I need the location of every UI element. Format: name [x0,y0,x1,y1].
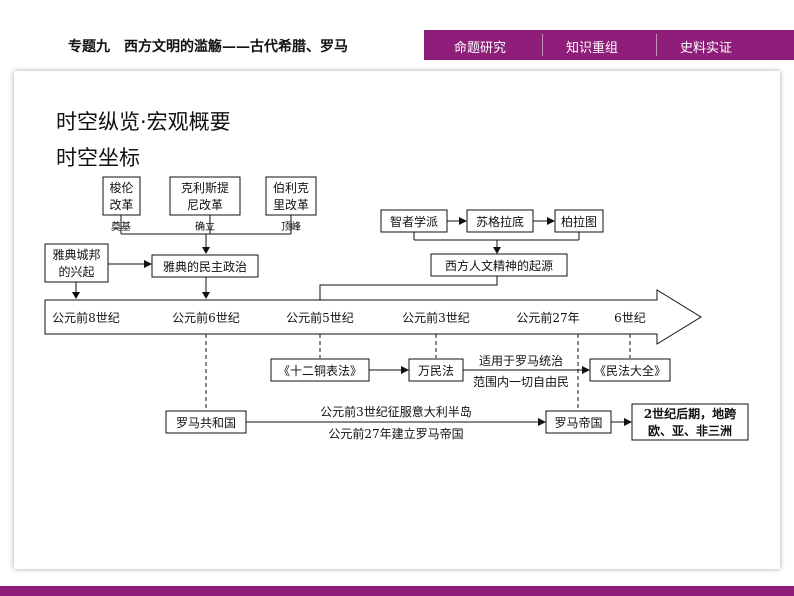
reform-pericles-line1: 伯利克 [273,180,309,195]
top-nav: 命题研究 知识重组 史料实证 [424,30,794,60]
reform-cleisthenes: 克利斯提 尼改革 [169,176,241,216]
plato-label: 柏拉图 [561,214,597,229]
empire-label: 罗马帝国 [554,415,602,430]
reform-cleisthenes-line2: 尼改革 [187,198,223,212]
reform-pericles-line2: 里改革 [273,198,309,212]
tab-evidence[interactable]: 史料实证 [680,41,733,56]
arrow-head [202,292,210,299]
timeline-label: 公元前8世纪 [52,310,120,325]
plato-box: 柏拉图 [554,209,604,233]
athens-city-state-box: 雅典城邦 的兴起 [44,243,109,283]
timeline-label: 公元前5世纪 [286,310,354,325]
timeline-label: 公元前27年 [516,310,579,325]
socrates-label: 苏格拉底 [476,214,524,229]
timeline-label: 6世纪 [614,311,646,325]
jus-gentium-label: 万民法 [418,364,454,378]
reform-solon-line1: 梭伦 [109,180,133,195]
humanism-label: 西方人文精神的起源 [445,258,553,273]
tab-knowledge[interactable]: 知识重组 [566,41,619,56]
page-title: 专题九 西方文明的滥觞——古代希腊、罗马 [68,39,348,55]
corpus-juris-box: 《民法大全》 [589,358,671,382]
reform-solon: 梭伦 改革 [102,176,141,216]
tab-topic-research[interactable]: 命题研究 [454,41,507,56]
city-state-line2: 的兴起 [58,264,94,279]
arrow-head [401,366,409,374]
humanism-box: 西方人文精神的起源 [430,253,568,277]
timeline-label: 公元前6世纪 [172,310,240,325]
law-note-line2: 范围内一切自由民 [473,375,569,389]
athenian-democracy-box: 雅典的民主政治 [151,254,259,278]
arrow-head [144,260,152,268]
humanism-connector [319,276,498,300]
roman-republic-box: 罗马共和国 [165,410,247,434]
section-heading: 时空纵览·宏观概要 [56,110,231,134]
roman-empire-box: 罗马帝国 [545,410,612,434]
reform-role-established: 确立 [195,220,215,233]
socrates-box: 苏格拉底 [466,209,534,233]
extent-line2: 欧、亚、非三洲 [648,423,732,438]
democracy-label: 雅典的民主政治 [163,259,247,274]
arrow-head [547,217,555,225]
section-subheading: 时空坐标 [56,146,140,170]
arrow-head [459,217,467,225]
reform-cleisthenes-line1: 克利斯提 [181,180,229,195]
reform-pericles: 伯利克 里改革 [265,176,317,216]
city-state-line1: 雅典城邦 [52,247,100,262]
twelve-tables-label: 《十二铜表法》 [278,363,362,378]
republic-label: 罗马共和国 [176,416,236,430]
extent-line1: 2世纪后期，地跨 [644,406,737,421]
twelve-tables-box: 《十二铜表法》 [270,358,370,382]
philosophers-bracket [413,232,580,248]
arrow-head [582,366,590,374]
reform-role-foundation: 奠基 [111,220,131,233]
reform-role-peak: 顶峰 [281,221,301,233]
corpus-juris-label: 《民法大全》 [594,363,666,378]
arrow-head [493,247,501,254]
timeline-arrow [44,289,702,345]
empire-extent-box: 2世纪后期，地跨 欧、亚、非三洲 [631,403,749,441]
reform-bracket [120,215,292,235]
sophists-label: 智者学派 [390,214,438,229]
timeline-label: 公元前3世纪 [402,310,470,325]
arrow-head [202,247,210,254]
law-note-line1: 适用于罗马统治 [479,354,563,368]
sophists-box: 智者学派 [380,209,448,233]
nav-divider [542,34,543,56]
reform-solon-line2: 改革 [109,198,133,212]
transition-line1: 公元前3世纪征服意大利半岛 [320,404,472,419]
nav-divider [656,34,657,56]
transition-line2: 公元前27年建立罗马帝国 [328,426,463,441]
arrow-head [72,292,80,299]
arrow-head [624,418,632,426]
arrow-head [538,418,546,426]
footer-bar [0,586,794,596]
jus-gentium-box: 万民法 [408,358,464,382]
